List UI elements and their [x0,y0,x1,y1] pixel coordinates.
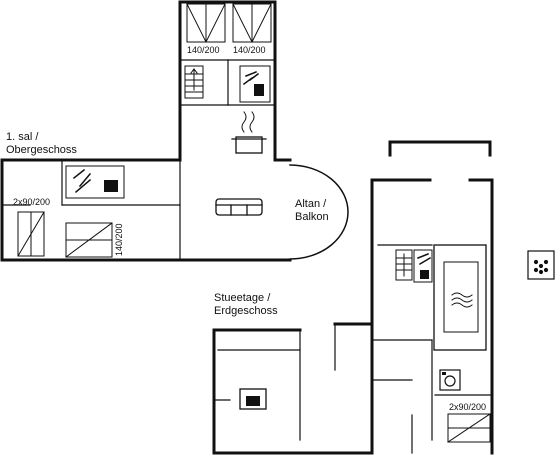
ground-floor-label-line1: Stueetage / [214,292,271,304]
balcony-outline [289,164,349,260]
shower-toilet-icon [239,65,271,103]
shower-toilet-icon-left [65,165,125,199]
stairs-icon [184,65,204,99]
ground-floor-walls [212,140,494,455]
fireplace-icon [239,388,267,410]
bed-top-left [186,3,226,43]
bed-bottom-size: 140/200 [114,223,124,256]
bed-ground-right [447,413,491,443]
upper-floor-interior-walls [3,59,274,259]
bed-top-right [232,3,272,43]
balcony-label-line1: Altan / [295,198,327,210]
bed-bottom [65,222,113,258]
cooking-pot-icon [231,111,267,154]
bed-top-right-size: 140/200 [233,45,266,55]
balcony-label-line2: Balkon [295,211,329,223]
whirlpool-icon [527,250,555,280]
bed-left [17,211,45,257]
ground-floor-interior-walls [213,244,491,454]
sofa-icon [215,198,263,216]
upper-floor-walls [0,0,292,262]
upper-floor-label-line1: 1. sal / [6,131,39,143]
bed-top-left-size: 140/200 [187,45,220,55]
upper-floor-label-line2: Obergeschoss [6,144,77,156]
shower-toilet-icon-ground [413,249,433,283]
washing-machine-icon [439,369,461,391]
pool-icon [433,244,487,351]
ground-floor-label-line2: Erdgeschoss [214,305,278,317]
stairs-icon-ground [395,249,413,281]
bed-left-size: 2x90/200 [13,197,51,207]
bed-ground-right-size: 2x90/200 [449,402,487,412]
